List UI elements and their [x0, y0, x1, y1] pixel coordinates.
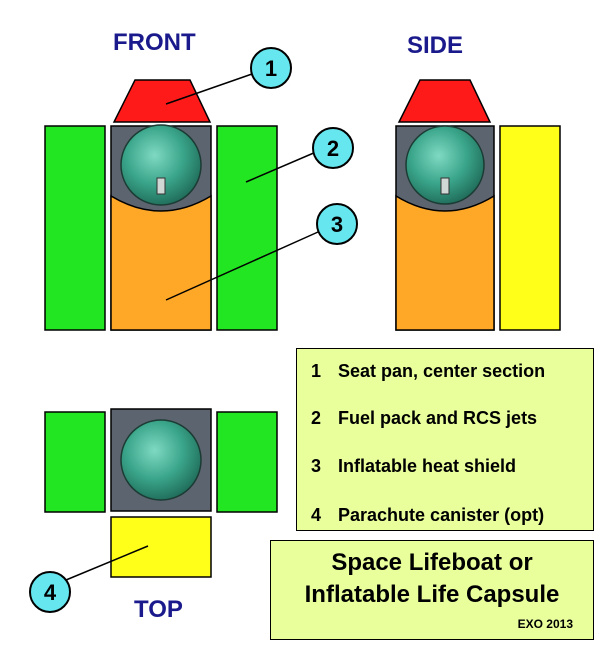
credit-text: EXO 2013: [517, 617, 573, 631]
fuel-pack-front-right: [216, 125, 278, 331]
leader-lines: [65, 73, 319, 581]
leader-line-2: [245, 151, 317, 183]
legend-item: 3 Inflatable heat shield: [311, 456, 516, 477]
callout-circle-1: [250, 47, 292, 89]
legend-item-label: Inflatable heat shield: [338, 456, 517, 476]
capsule-sphere-front: [120, 124, 202, 206]
legend-item-label: Seat pan, center section: [338, 361, 546, 381]
callout-number-1: 1: [265, 56, 277, 81]
sphere-mount-front: [156, 177, 166, 195]
legend-item-number: 4: [311, 505, 322, 525]
fuel-pack-front-left: [44, 125, 106, 331]
callout-circle-2: [312, 127, 354, 169]
title-line-2: Inflatable Life Capsule: [304, 581, 560, 608]
legend-item-number: 2: [311, 408, 322, 428]
side-view-label: SIDE: [407, 32, 464, 59]
legend-item: 1 Seat pan, center section: [311, 361, 545, 382]
legend-item-label: Fuel pack and RCS jets: [338, 408, 538, 428]
seat-pan-side: [397, 79, 492, 123]
legend-item: 2 Fuel pack and RCS jets: [311, 408, 537, 429]
legend-item-number: 1: [311, 361, 322, 381]
top-view: [44, 408, 278, 578]
title-line-1: Space Lifeboat or: [331, 549, 533, 576]
side-view: [395, 79, 561, 331]
legend-item-number: 3: [311, 456, 322, 476]
callout-number-3: 3: [331, 212, 343, 237]
legend-panel: 1 Seat pan, center section 2 Fuel pack a…: [296, 348, 594, 531]
callout-number-4: 4: [44, 580, 57, 605]
parachute-canister-top: [110, 516, 212, 578]
leader-line-4: [65, 545, 149, 581]
leader-line-3: [165, 231, 319, 301]
callout-circle-4: [29, 571, 71, 613]
callout-1: 1: [250, 47, 292, 89]
legend-item-label: Parachute canister (opt): [338, 505, 545, 525]
front-view-label: FRONT: [113, 29, 196, 56]
callout-4: 4: [29, 571, 71, 613]
title-panel: Space Lifeboat or Inflatable Life Capsul…: [270, 540, 594, 640]
seat-pan-front: [112, 79, 212, 123]
callout-circle-3: [316, 203, 358, 245]
callout-3: 3: [316, 203, 358, 245]
legend-item: 4 Parachute canister (opt): [311, 505, 544, 526]
top-view-label: TOP: [134, 596, 183, 623]
heat-shield-front: [110, 194, 212, 331]
callout-2: 2: [312, 127, 354, 169]
capsule-sphere-side: [405, 125, 485, 205]
front-view: [44, 79, 278, 331]
heat-shield-side: [395, 194, 495, 331]
fuel-pack-top-right: [216, 411, 278, 513]
callout-number-2: 2: [327, 136, 339, 161]
leader-line-1: [165, 73, 253, 105]
fuel-pack-top-left: [44, 411, 106, 513]
parachute-canister-side: [499, 125, 561, 331]
sphere-mount-side: [440, 177, 450, 195]
capsule-sphere-top: [120, 419, 202, 501]
